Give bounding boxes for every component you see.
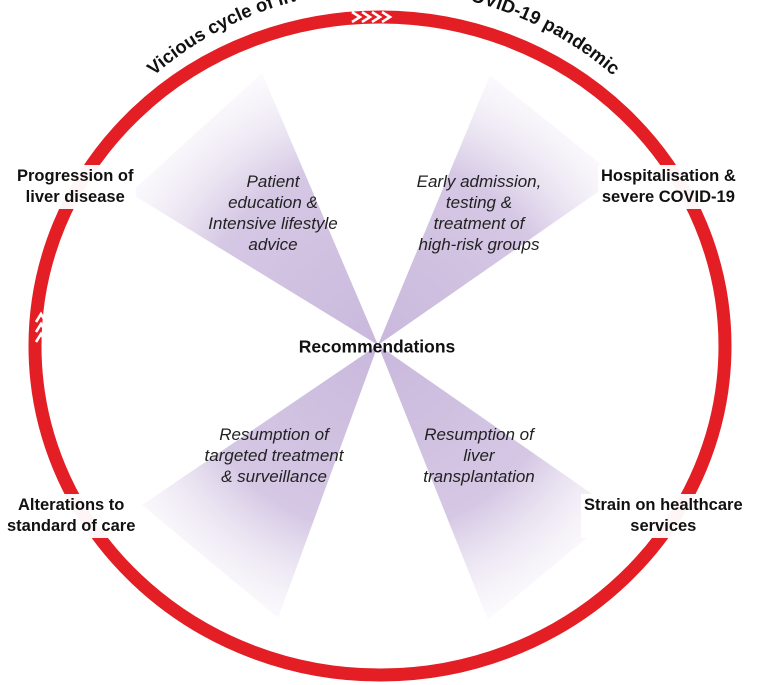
rec-resumption-treatment-line-1: Resumption of [219,425,329,444]
rec-early-admission-line-3: treatment of [433,214,525,233]
rec-early-admission-line-2: testing & [445,193,513,212]
rec-patient-education-line-2: education & [228,193,318,212]
node-strain-line-1: Strain on healthcare [584,496,743,514]
wedge-top-left [130,73,378,345]
rec-resumption-transplant-line-1: Resumption of [424,425,534,444]
rec-resumption-transplant-line-2: liver [463,446,495,465]
arrow-marker-top [351,10,393,24]
rec-early-admission-line-4: high-risk groups [418,235,540,254]
wedge-top-right [378,75,618,345]
center-label: Recommendations [298,336,456,357]
node-hospitalisation: Hospitalisation & severe COVID-19 [598,165,739,209]
recommendation-resumption-transplant: Resumption of liver transplantation [398,424,560,487]
recommendation-resumption-treatment: Resumption of targeted treatment & surve… [190,424,358,487]
node-alterations-line-2: standard of care [7,517,136,535]
recommendation-patient-education: Patient education & Intensive lifestyle … [192,171,354,255]
node-alterations-line-1: Alterations to [18,496,125,514]
wedge-bottom-right [378,345,618,620]
node-progression-line-2: liver disease [25,188,125,206]
rec-patient-education-line-1: Patient [246,172,300,191]
recommendation-early-admission: Early admission, testing & treatment of … [398,171,560,255]
rec-patient-education-line-3: Intensive lifestyle [208,214,338,233]
arrow-marker-right [700,317,714,349]
wedge-bottom-left [142,345,378,618]
node-hospitalisation-line-1: Hospitalisation & [601,167,736,185]
rec-resumption-treatment-line-3: & surveillance [221,467,327,486]
rec-resumption-transplant-line-3: transplantation [423,467,535,486]
rec-resumption-treatment-line-2: targeted treatment [204,446,344,465]
rec-early-admission-line-1: Early admission, [416,172,542,191]
recommendation-wedges [130,73,618,620]
node-strain: Strain on healthcare services [581,494,746,538]
node-progression-line-1: Progression of [17,167,134,185]
node-strain-line-2: services [630,517,697,535]
arrow-marker-left [34,311,48,343]
rec-patient-education-line-4: advice [248,235,298,254]
arrow-marker-bottom [363,655,405,669]
node-hospitalisation-line-2: severe COVID-19 [601,188,735,206]
node-progression: Progression of liver disease [14,165,137,209]
node-alterations: Alterations to standard of care [4,494,139,538]
